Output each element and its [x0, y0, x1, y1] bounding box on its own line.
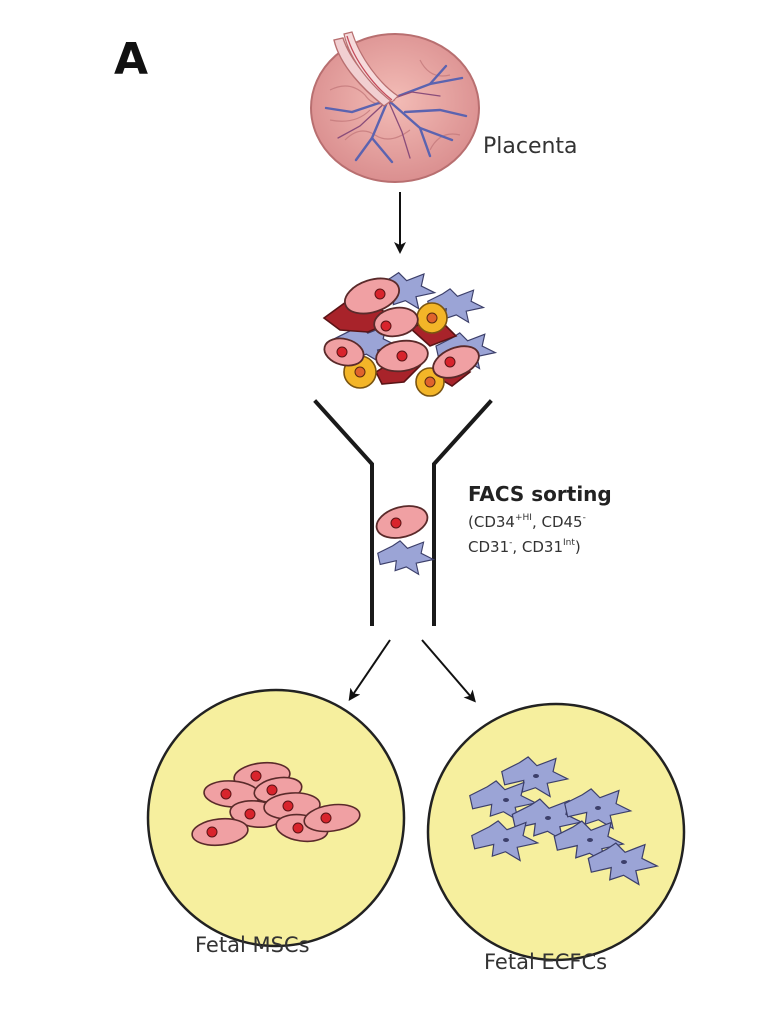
panel-label: A [114, 34, 149, 85]
sorted-cells-icon [375, 505, 435, 576]
ecfc-dish-icon [426, 702, 686, 962]
marker-cd34: (CD34 [468, 513, 515, 531]
markers-close-paren: ) [574, 538, 581, 556]
arrow-right [421, 639, 476, 703]
cell-mixture-icon [322, 272, 496, 397]
facs-funnel-icon [313, 399, 493, 626]
marker-cd31-int-sup: Int [563, 538, 575, 548]
fetal-mscs-label: Fetal MSCs [195, 933, 310, 957]
marker-cd31-int: , CD31 [512, 538, 564, 556]
placenta-label: Placenta [483, 134, 578, 159]
msc-dish-icon [146, 688, 406, 948]
facs-sorting-title: FACS sorting [468, 482, 612, 506]
marker-cd34-sup: +HI [514, 513, 532, 523]
marker-cd45-sup: - [582, 513, 586, 523]
fetal-ecfcs-label: Fetal ECFCs [484, 950, 608, 974]
arrow-left [348, 639, 391, 701]
marker-cd31-neg-sup: - [509, 538, 513, 548]
marker-cd31-neg: CD31 [468, 538, 510, 556]
facs-markers-line-1: (CD34+HI, CD45- [468, 513, 586, 531]
facs-markers-line-2: CD31-, CD31Int) [468, 538, 581, 556]
marker-cd45: , CD45 [531, 513, 583, 531]
placenta-icon [310, 31, 480, 183]
